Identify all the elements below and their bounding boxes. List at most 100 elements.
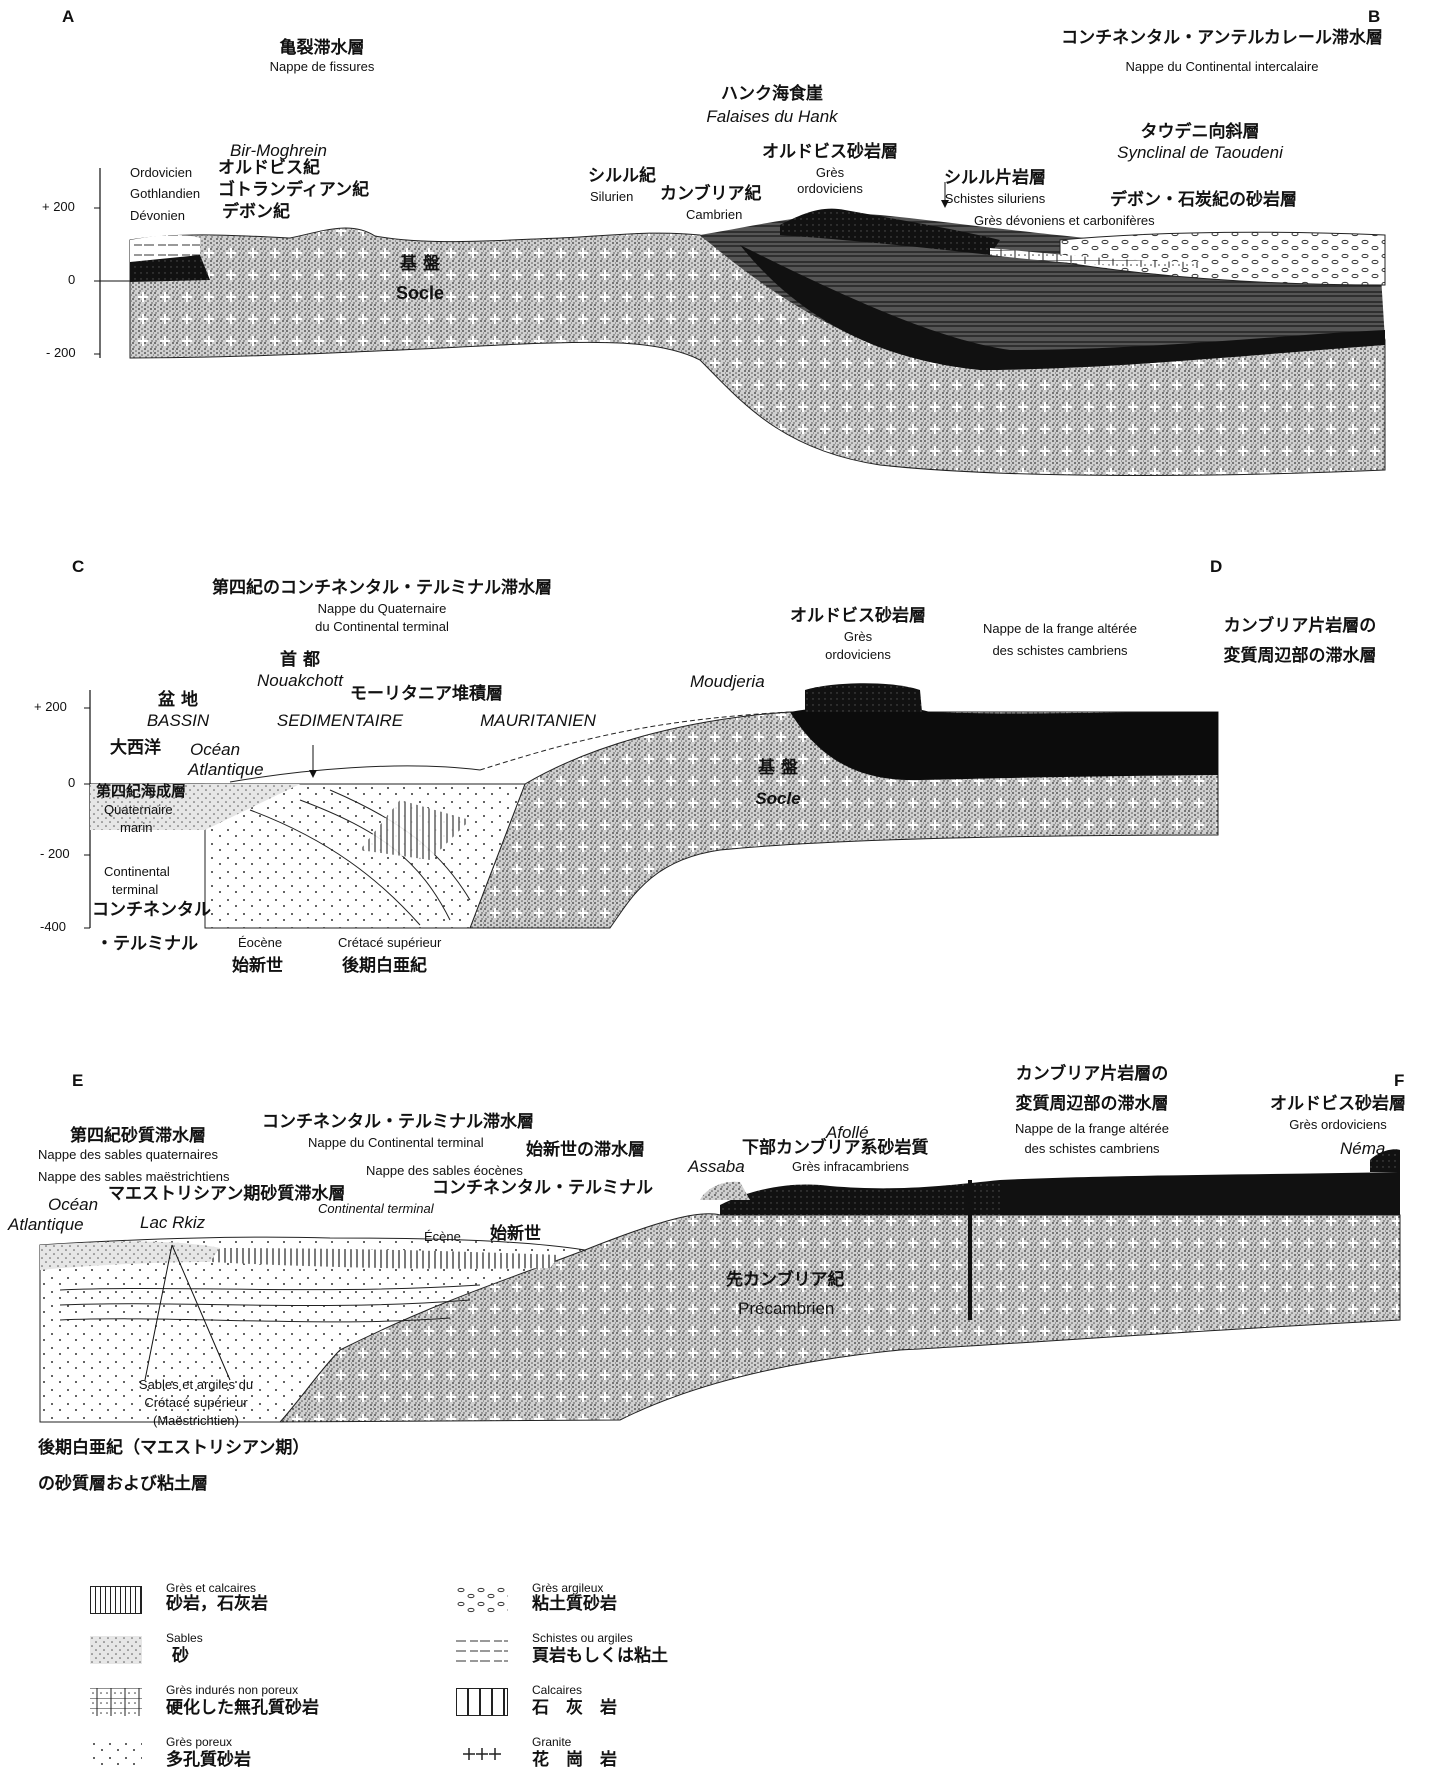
legend-jp-6: 多孔質砂岩: [166, 1752, 251, 1770]
ct2-fr: Continental terminal: [318, 1202, 434, 1216]
legend-jp-5: 石 灰 岩: [532, 1700, 617, 1718]
sables-fr1: Sables et argiles du: [139, 1378, 253, 1392]
socle-fr-cd: Socle: [755, 790, 800, 808]
legend-fr-4: Grès indurés non poreux: [166, 1684, 298, 1697]
sables-jp2: の砂質層および粘土層: [38, 1476, 208, 1494]
gres-ordo-fr2-ab: ordoviciens: [797, 182, 863, 196]
cretace-cd: Crétacé supérieur: [338, 936, 441, 950]
lac-rkiz: Lac Rkiz: [140, 1214, 205, 1232]
quat-marin-fr1: Quaternaire: [104, 803, 173, 817]
ct-jp2: ・テルミナル: [96, 936, 198, 954]
eoc-jp: 始新世の滞水層: [526, 1142, 645, 1160]
taoudeni-fr: Synclinal de Taoudeni: [1117, 144, 1283, 162]
hank-jp: ハンク海食崖: [721, 86, 823, 104]
ct-jp-ef: コンチネンタル・テルミナル滞水層: [262, 1114, 534, 1132]
cambrian-schist-dark-ef: [1000, 1172, 1400, 1215]
devcarb-fr: Grès dévoniens et carbonifères: [974, 214, 1155, 228]
infra-fr: Grès infracambriens: [792, 1160, 909, 1174]
maes-fr: Nappe des sables maëstrichtiens: [38, 1170, 230, 1184]
eoc-sables-fr: Nappe des sables éocènes: [366, 1164, 523, 1178]
gres-ordo-jp-ef: オルドビス砂岩層: [1270, 1096, 1406, 1114]
silurien-jp: シルル紀: [588, 168, 656, 186]
gres-ordo-fr1-cd: Grès: [844, 630, 872, 644]
legend-swatch-gres-indures: [90, 1688, 142, 1716]
infra-jp: 下部カンブリア系砂岩質: [742, 1140, 929, 1158]
bassin: BASSIN: [147, 712, 209, 730]
precamb-jp: 先カンブリア紀: [726, 1272, 845, 1290]
frange-fr1-ef: Nappe de la frange altérée: [1015, 1122, 1169, 1136]
moudjeria: Moudjeria: [690, 673, 765, 691]
quat-marin-jp: 第四紀海成層: [96, 784, 186, 800]
devonien-jp: デボン紀: [222, 204, 290, 222]
frange-jp1-cd: カンブリア片岩層の: [1224, 618, 1377, 636]
legend-fr-7: Granite: [532, 1736, 571, 1749]
quat-ct-jp: 第四紀のコンチネンタル・テルミナル滞水層: [212, 580, 552, 598]
gres-ordo-jp-ab: オルドビス砂岩層: [762, 144, 898, 162]
section-cd-graphic: [84, 683, 1218, 928]
sables-jp1: 後期白亜紀（マエストリシアン期）: [38, 1440, 309, 1458]
legend-jp-2: 砂: [172, 1648, 189, 1666]
frange-jp2-cd: 変質周辺部の滞水層: [1224, 648, 1377, 666]
axis-cd-m400: -400: [40, 920, 66, 934]
legend-swatch-sables: [90, 1636, 142, 1664]
nema: Néma: [1340, 1140, 1385, 1158]
legend-fr-3: Schistes ou argiles: [532, 1632, 633, 1645]
legend-swatch-schistes: [456, 1636, 508, 1664]
socle-jp-cd: 基 盤: [758, 760, 798, 778]
quat-ct-fr1: Nappe du Quaternaire: [318, 602, 447, 616]
ocean-ef-1: Océan: [48, 1196, 98, 1214]
axis-cd-200: + 200: [34, 700, 67, 714]
axis-ab-0: 0: [68, 273, 75, 287]
mauritanien: MAURITANIEN: [480, 712, 596, 730]
legend-jp-1: 粘土質砂岩: [532, 1596, 617, 1614]
cretace-jp-cd: 後期白亜紀: [342, 958, 427, 976]
capital-jp: 首 都: [280, 652, 320, 670]
ct-fr1: Continental: [104, 865, 170, 879]
sables-fr2: Crétacé supérieur: [144, 1396, 247, 1410]
ordovician-dark-plateau: [790, 705, 1218, 780]
frange-fr1-cd: Nappe de la frange altérée: [983, 622, 1137, 636]
gres-ordo-fr-ef: Grès ordoviciens: [1289, 1118, 1387, 1132]
quat-marin-fr2: marin: [120, 821, 153, 835]
section-letter-a: A: [62, 8, 74, 26]
quat-sable-jp: 第四紀砂質滞水層: [70, 1128, 206, 1146]
legend-fr-2: Sables: [166, 1632, 203, 1645]
axis-cd-m200: - 200: [40, 847, 70, 861]
assaba: Assaba: [688, 1158, 745, 1176]
quat-ct-fr2: du Continental terminal: [315, 620, 449, 634]
hank-fr: Falaises du Hank: [706, 108, 837, 126]
schistes-jp: シルル片岩層: [944, 170, 1046, 188]
legend-fr-0: Grès et calcaires: [166, 1582, 256, 1595]
devcarb-jp: デボン・石炭紀の砂岩層: [1110, 192, 1297, 210]
nappe-ci-fr: Nappe du Continental intercalaire: [1126, 60, 1319, 74]
axis-ab-m200: - 200: [46, 346, 76, 360]
frange-fr2-ef: des schistes cambriens: [1024, 1142, 1159, 1156]
section-letter-f: F: [1394, 1072, 1404, 1090]
bassin-jp: 盆 地: [158, 692, 198, 710]
taoudeni-jp: タウデニ向斜層: [1141, 124, 1260, 142]
frange-jp1-ef: カンブリア片岩層の: [1016, 1066, 1169, 1084]
ocean-cd-1: Océan: [190, 741, 240, 759]
ordovicien-fr: Ordovicien: [130, 166, 192, 180]
legend-swatch-gres-calcaires: [90, 1586, 142, 1614]
legend-jp-3: 頁岩もしくは粘土: [532, 1648, 668, 1666]
section-letter-c: C: [72, 558, 84, 576]
ocean-cd-2: Atlantique: [188, 761, 264, 779]
gothlandien-jp: ゴトランディアン紀: [218, 182, 369, 200]
axis-cd-0: 0: [68, 776, 75, 790]
legend-fr-1: Grès argileux: [532, 1582, 603, 1595]
axis-ab-200: + 200: [42, 200, 75, 214]
ct-fr2: terminal: [112, 883, 158, 897]
gres-ordo-fr1-ab: Grès: [816, 166, 844, 180]
eocene-jp-cd: 始新世: [232, 958, 283, 976]
nappe-ci-jp: コンチネンタル・アンテルカレール滞水層: [1061, 30, 1383, 48]
cambrien-fr: Cambrien: [686, 208, 742, 222]
legend-fr-6: Grès poreux: [166, 1736, 232, 1749]
legend-swatch-calcaires: [456, 1688, 508, 1716]
legend-swatch-granite: [456, 1740, 508, 1768]
section-letter-d: D: [1210, 558, 1222, 576]
nouakchott: Nouakchott: [257, 672, 343, 690]
sables-fr3: (Maëstrichtien): [153, 1414, 239, 1428]
ct-fr-ef: Nappe du Continental terminal: [308, 1136, 484, 1150]
eocene-jp-ef: 始新世: [490, 1226, 541, 1244]
